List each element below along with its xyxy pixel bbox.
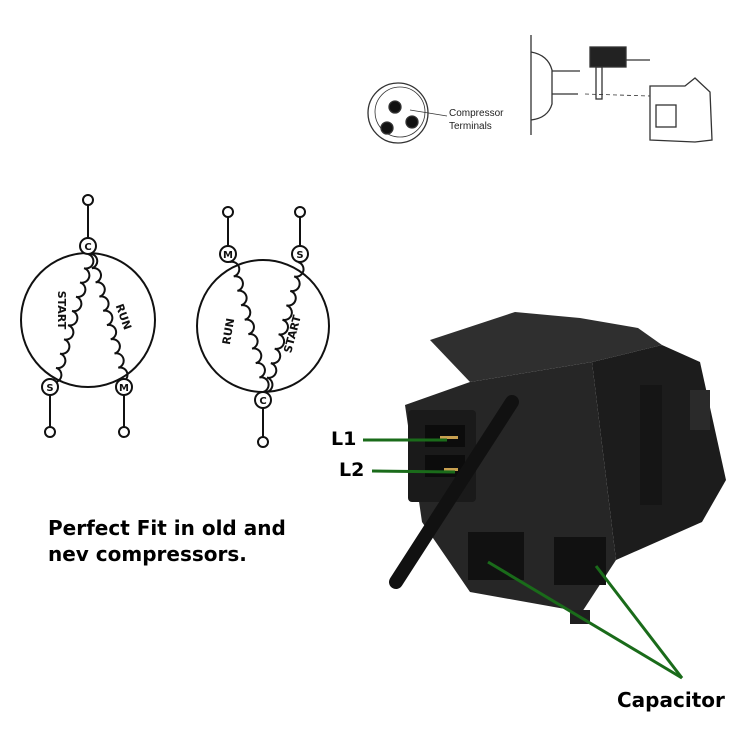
terminal-label: M (119, 383, 129, 394)
winding-coil (262, 261, 305, 394)
terminal-marker (115, 378, 133, 396)
terminal-marker (219, 245, 237, 263)
terminal-pin (82, 194, 94, 206)
winding-label: RUN (220, 317, 237, 345)
callout-line-2: Terminals (449, 121, 492, 132)
terminal-marker (79, 237, 97, 255)
winding-label: RUN (113, 302, 134, 331)
terminal-pin (44, 426, 56, 438)
start-relay-device (389, 312, 726, 624)
terminal-marker (254, 391, 272, 409)
caption-line-2: nev compressors. (48, 542, 247, 566)
caption-line-1: Perfect Fit in old and (48, 516, 286, 540)
l2-label: L2 (339, 459, 365, 481)
pointer-lines (363, 438, 684, 680)
winding-coil (87, 252, 129, 383)
terminal-label: S (46, 383, 53, 394)
terminal-label: M (223, 250, 233, 261)
terminal-pin (294, 206, 306, 218)
terminal-label: C (84, 242, 91, 253)
motor-circle (196, 259, 330, 393)
relay-lever (389, 395, 519, 589)
winding-coil (229, 260, 270, 393)
terminal-pin (222, 206, 234, 218)
capacitor-label: Capacitor (617, 688, 725, 712)
terminal-marker (291, 245, 309, 263)
terminal-marker (41, 378, 59, 396)
compressor-terminal-diagram (367, 35, 713, 144)
terminal-pin (118, 426, 130, 438)
callout-line-1: Compressor (449, 108, 504, 119)
terminal-label: S (296, 250, 303, 261)
l1-label: L1 (331, 428, 357, 450)
winding-coil (51, 253, 95, 384)
winding-label: START (55, 291, 68, 330)
terminal-label: C (259, 396, 266, 407)
